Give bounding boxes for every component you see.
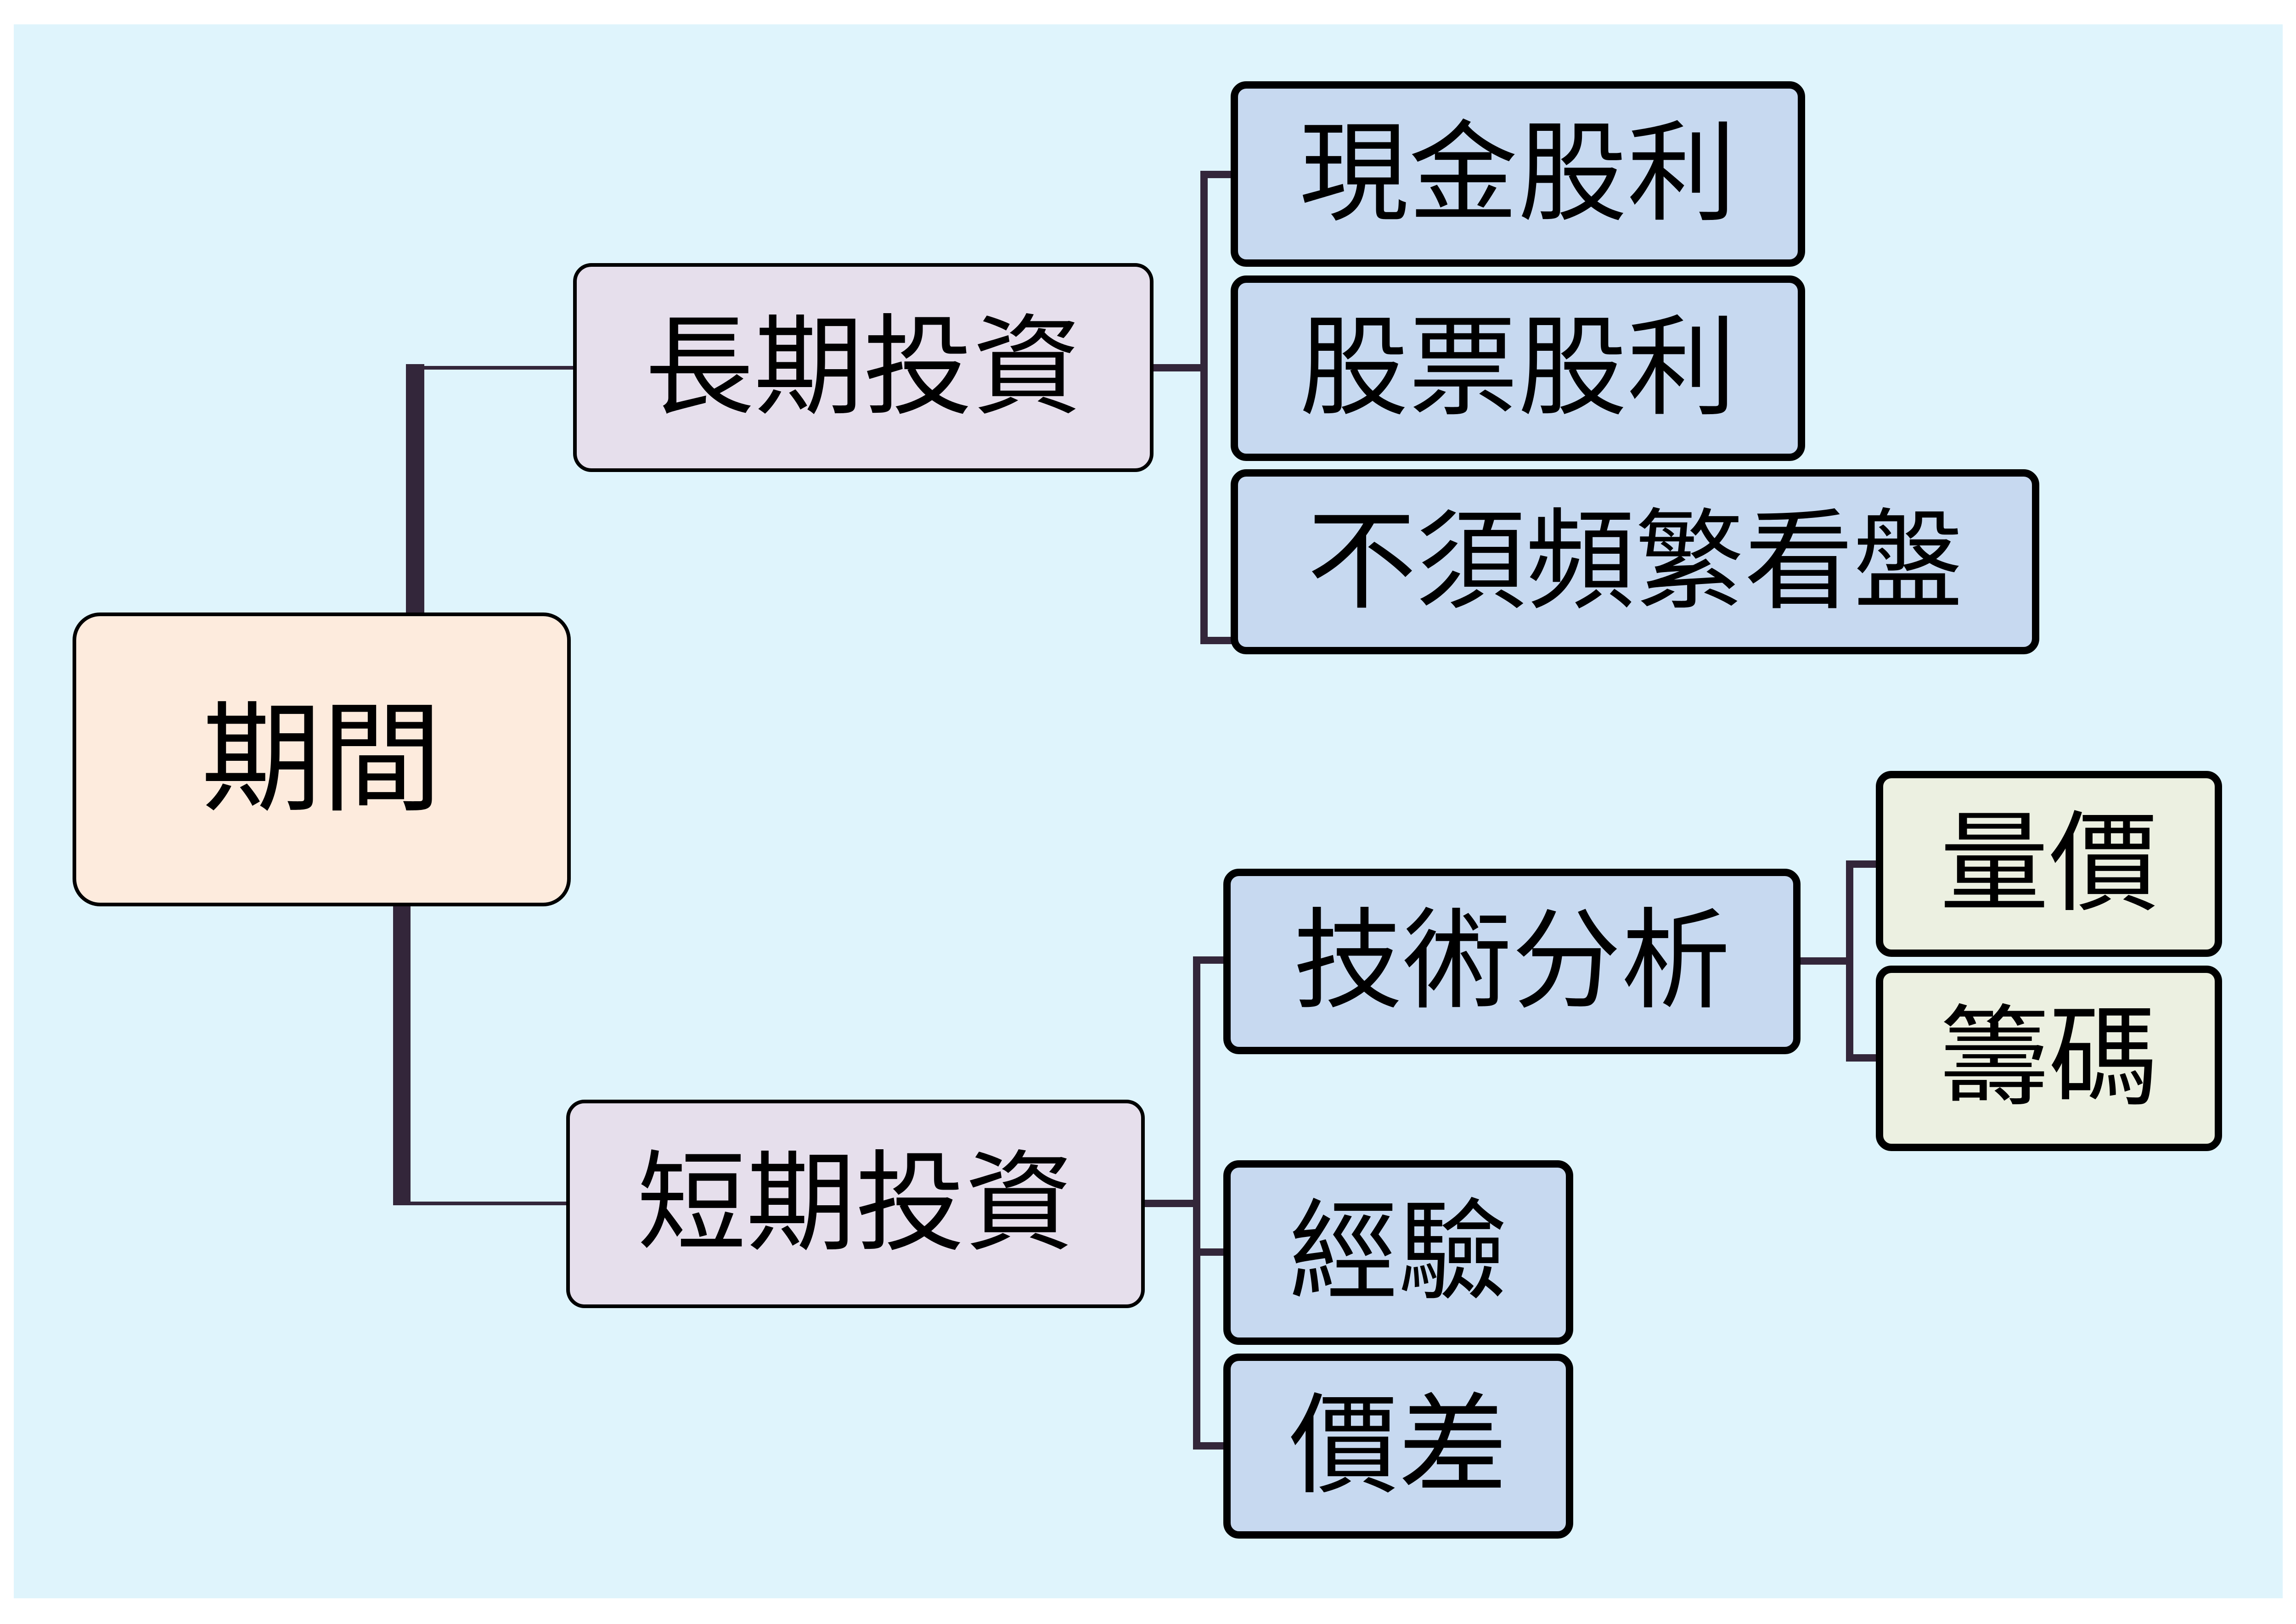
leaf-node-label: 量價 (1940, 800, 2158, 927)
leaf-node-label: 現金股利 (1299, 110, 1737, 237)
leaf-node-label: 價差 (1289, 1382, 1508, 1510)
connector-root-to-long-term-horizontal (406, 366, 574, 370)
leaf-node-price-spread[interactable]: 價差 (1223, 1354, 1573, 1539)
connector-long-term-stem (1153, 364, 1205, 371)
leaf-node-stock-dividend[interactable]: 股票股利 (1231, 275, 1805, 461)
root-node[interactable]: 期間 (73, 613, 571, 906)
branch-node-short-term[interactable]: 短期投資 (566, 1100, 1145, 1308)
connector-long-term-child-3 (1200, 637, 1232, 644)
connector-short-term-vertical (1193, 956, 1200, 1450)
leaf-node-cash-dividend[interactable]: 現金股利 (1231, 81, 1805, 267)
branch-node-label: 長期投資 (645, 303, 1082, 431)
connector-technical-stem (1798, 957, 1851, 965)
leaf-node-label: 不須頻繁看盤 (1307, 498, 1963, 625)
root-node-label: 期間 (201, 689, 442, 829)
connector-long-term-child-1 (1200, 171, 1232, 178)
connector-root-to-long-term-vertical (406, 364, 424, 614)
connector-technical-vertical (1846, 860, 1853, 1062)
branch-node-label: 技術分析 (1293, 898, 1731, 1025)
connector-short-term-child-2 (1193, 1248, 1225, 1256)
connector-technical-child-1 (1846, 860, 1878, 868)
branch-node-technical-analysis[interactable]: 技術分析 (1223, 869, 1801, 1054)
connector-technical-child-2 (1846, 1054, 1878, 1062)
leaf-node-no-frequent-monitoring[interactable]: 不須頻繁看盤 (1231, 469, 2039, 654)
leaf-node-label: 經驗 (1289, 1189, 1508, 1316)
connector-short-term-child-3 (1193, 1442, 1225, 1450)
connector-short-term-child-1 (1193, 956, 1225, 964)
connector-root-to-short-term-horizontal (393, 1202, 568, 1205)
connector-root-to-short-term-vertical (393, 905, 411, 1205)
leaf-node-chips[interactable]: 籌碼 (1876, 966, 2222, 1151)
branch-node-label: 短期投資 (637, 1140, 1074, 1267)
connector-short-term-stem (1143, 1200, 1199, 1207)
branch-node-long-term[interactable]: 長期投資 (573, 263, 1154, 472)
leaf-node-label: 籌碼 (1940, 995, 2158, 1122)
leaf-node-label: 股票股利 (1299, 304, 1737, 432)
leaf-node-volume-price[interactable]: 量價 (1876, 771, 2222, 957)
leaf-node-experience[interactable]: 經驗 (1223, 1160, 1573, 1345)
connector-long-term-vertical (1200, 171, 1208, 644)
